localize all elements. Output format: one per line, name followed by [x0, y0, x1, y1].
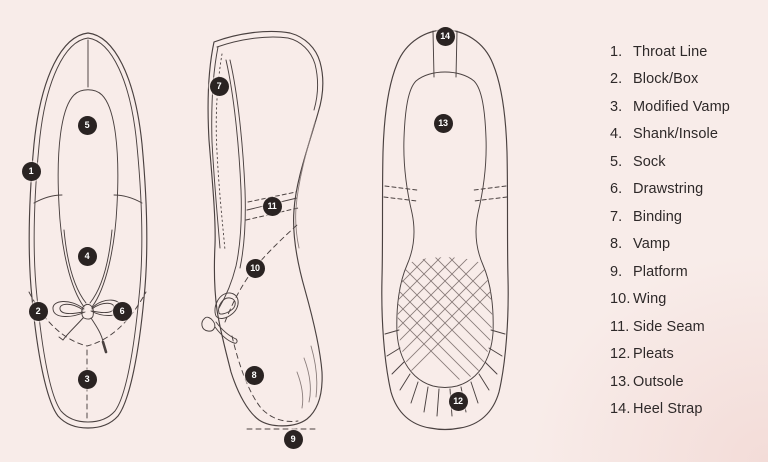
legend-item: 3. Modified Vamp: [610, 93, 766, 121]
legend-item: 1. Throat Line: [610, 38, 766, 66]
marker-badge: 4: [77, 246, 97, 266]
legend-item-label: Outsole: [633, 373, 684, 390]
legend-item-number: 2.: [610, 71, 623, 88]
legend-item: 10.Wing: [610, 286, 766, 314]
top-view-drawing: [28, 32, 148, 429]
legend-item-number: 11.: [610, 318, 630, 335]
pleats-crosshatch: [397, 257, 493, 381]
legend-item: 9. Platform: [610, 258, 766, 286]
legend-item-number: 7.: [610, 208, 623, 225]
marker-badge: 8: [244, 365, 264, 385]
marker-badge: 14: [435, 26, 455, 46]
legend-item-number: 8.: [610, 236, 623, 253]
marker-badge: 2: [28, 301, 48, 321]
legend-item: 8. Vamp: [610, 231, 766, 259]
legend-item: 11.Side Seam: [610, 313, 766, 341]
marker-badge: 10: [245, 258, 265, 278]
legend-item-number: 14.: [610, 401, 631, 418]
legend-item: 5. Sock: [610, 148, 766, 176]
legend-item-label: Modified Vamp: [633, 98, 730, 115]
legend-item: 14.Heel Strap: [610, 396, 766, 424]
legend-item-label: Pleats: [633, 346, 674, 363]
legend-item-label: Drawstring: [633, 181, 704, 198]
marker-badge: 7: [209, 76, 229, 96]
legend-item-number: 13.: [610, 373, 631, 390]
legend-item-label: Heel Strap: [633, 401, 703, 418]
marker-badge: 12: [448, 391, 468, 411]
legend-item-label: Throat Line: [633, 43, 708, 60]
marker-badge: 13: [433, 113, 453, 133]
legend-item-number: 12.: [610, 346, 631, 363]
marker-badge: 1: [21, 161, 41, 181]
legend-item-label: Vamp: [633, 236, 671, 253]
legend-item-number: 10.: [610, 291, 631, 308]
marker-badge: 11: [262, 196, 282, 216]
pleats-fan: [384, 329, 506, 417]
legend-item-label: Shank/Insole: [633, 126, 719, 143]
marker-badge: 5: [77, 115, 97, 135]
legend-item: 7. Binding: [610, 203, 766, 231]
legend-item: 12.Pleats: [610, 341, 766, 369]
legend-item: 13.Outsole: [610, 368, 766, 396]
shoe-line-art: [28, 29, 509, 431]
marker-badge: 6: [112, 301, 132, 321]
legend-item-label: Block/Box: [633, 71, 699, 88]
legend-item: 6. Drawstring: [610, 176, 766, 204]
legend-item-number: 6.: [610, 181, 623, 198]
marker-badge: 3: [77, 369, 97, 389]
legend-item-label: Binding: [633, 208, 683, 225]
legend-item-number: 9.: [610, 263, 623, 280]
legend-item-label: Sock: [633, 153, 666, 170]
legend-item-number: 5.: [610, 153, 623, 170]
legend-item-number: 4.: [610, 126, 623, 143]
legend-item-number: 1.: [610, 43, 623, 60]
legend-item: 2. Block/Box: [610, 66, 766, 94]
legend-item: 4. Shank/Insole: [610, 121, 766, 149]
legend-item-label: Wing: [633, 291, 667, 308]
legend-item-number: 3.: [610, 98, 623, 115]
legend-item-label: Platform: [633, 263, 688, 280]
legend-item-label: Side Seam: [633, 318, 705, 335]
parts-legend: 1. Throat Line 2. Block/Box 3. Modified Vamp 4…: [610, 38, 766, 423]
marker-badge: 9: [283, 429, 303, 449]
bottom-view-drawing: [381, 29, 509, 431]
